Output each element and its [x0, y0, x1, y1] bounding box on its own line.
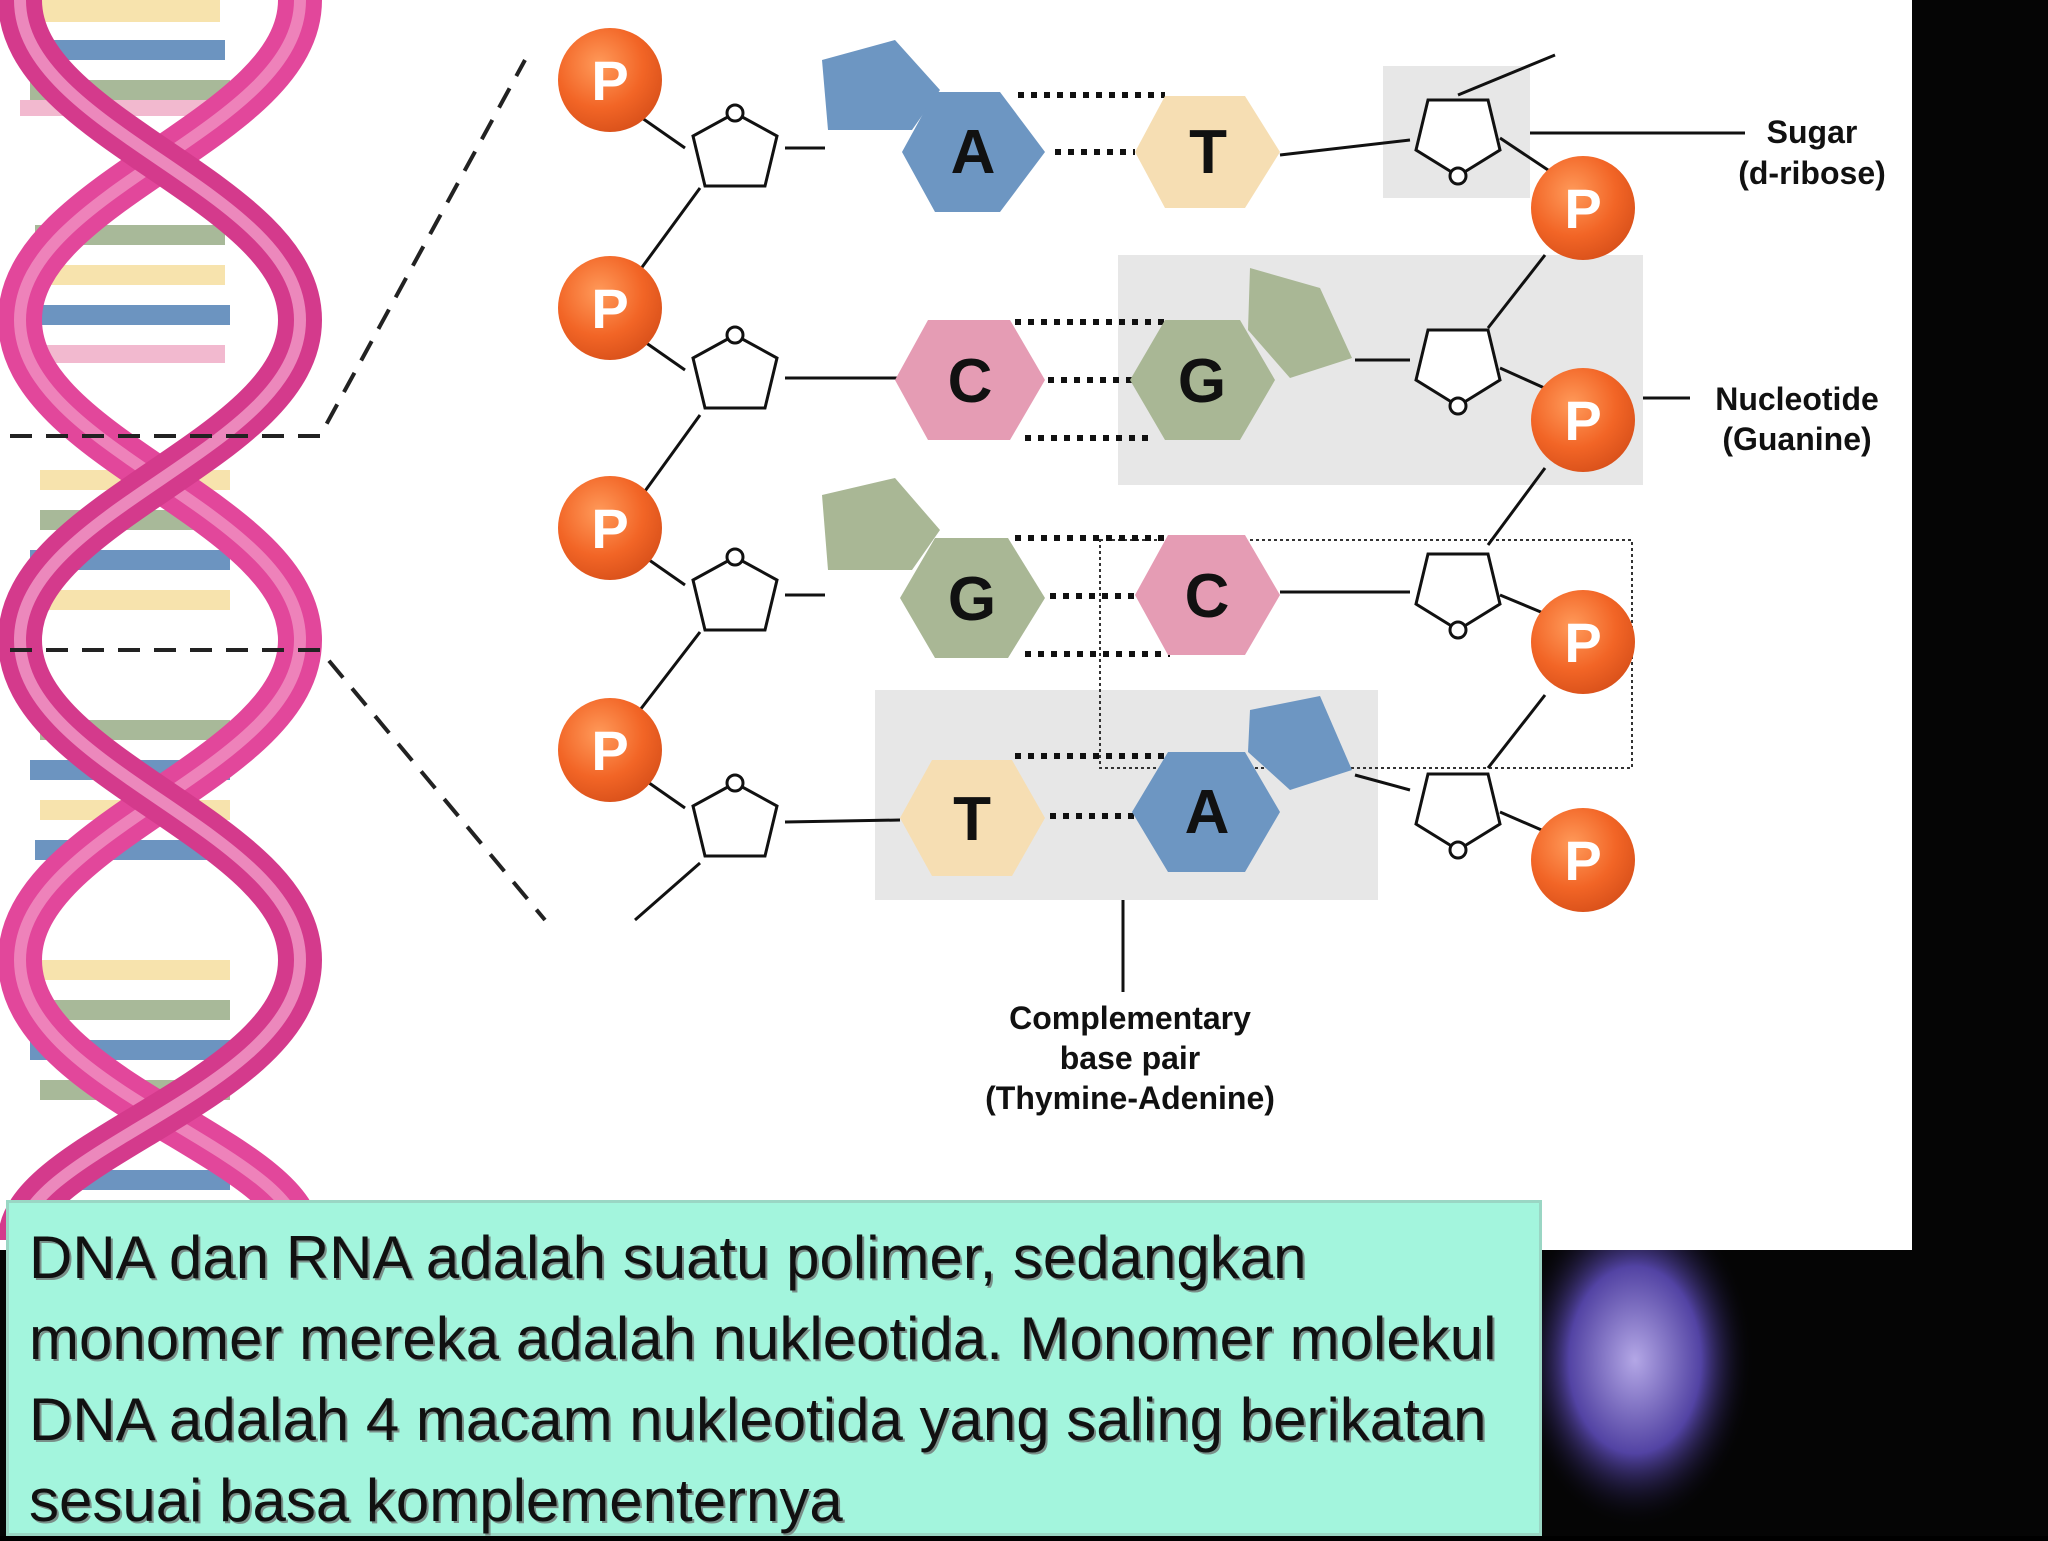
svg-text:P: P [591, 49, 628, 112]
base-g-row3-label: G [948, 565, 996, 634]
svg-text:P: P [1564, 389, 1601, 452]
base-c-row3-label: C [1185, 562, 1230, 631]
phosphate-left-4: P [558, 698, 662, 802]
sugar-label: Sugar [1767, 114, 1858, 150]
base-a-row1: A [902, 92, 1045, 212]
base-t-row1-label: T [1189, 118, 1227, 187]
svg-text:P: P [1564, 829, 1601, 892]
phosphate-right-1: P [1531, 156, 1635, 260]
phosphate-right-3: P [1531, 590, 1635, 694]
phosphate-groups: P P P P P P P P [558, 28, 1635, 912]
leader-lines [1121, 131, 1745, 992]
purine-pentagons [822, 40, 1352, 790]
svg-text:P: P [1564, 177, 1601, 240]
base-pair-detail: (Thymine-Adenine) [985, 1080, 1275, 1116]
base-t-row4: T [900, 760, 1045, 876]
base-g-row3: G [900, 538, 1045, 658]
nucleotide-sublabel: (Guanine) [1722, 421, 1871, 457]
phosphate-right-4: P [1531, 808, 1635, 912]
base-c-row2: C [895, 320, 1045, 440]
base-g-row2-label: G [1178, 347, 1226, 416]
backbone [634, 53, 1561, 922]
hydrogen-bonds [1015, 92, 1170, 819]
phosphate-right-2: P [1531, 368, 1635, 472]
zoom-lines [10, 59, 547, 922]
base-a-row1-label: A [951, 118, 996, 187]
caption-box: DNA dan RNA adalah suatu polimer, sedang… [6, 1200, 1542, 1536]
base-pair-sublabel: base pair [1060, 1040, 1201, 1076]
base-g-row2: G [1130, 320, 1275, 440]
phosphate-left-3: P [558, 476, 662, 580]
svg-text:P: P [591, 277, 628, 340]
svg-text:P: P [591, 719, 628, 782]
sugar-sublabel: (d-ribose) [1738, 155, 1886, 191]
sugar-rings [691, 98, 1502, 860]
base-a-row4: A [1132, 752, 1280, 872]
base-a-row4-label: A [1185, 778, 1230, 847]
svg-text:P: P [1564, 611, 1601, 674]
cell-image [1515, 1190, 1755, 1530]
base-c-row3: C [1135, 535, 1280, 655]
phosphate-left-1: P [558, 28, 662, 132]
base-c-row2-label: C [948, 347, 993, 416]
base-t-row1: T [1135, 96, 1280, 208]
nucleotide-label: Nucleotide [1715, 381, 1879, 417]
dotted-selection [1099, 539, 1633, 769]
svg-text:P: P [591, 497, 628, 560]
caption-text: DNA dan RNA adalah suatu polimer, sedang… [29, 1224, 1497, 1534]
base-t-row4-label: T [953, 785, 991, 854]
dna-helix [0, 0, 323, 1243]
base-pair-label: Complementary [1009, 1000, 1251, 1036]
phosphate-left-2: P [558, 256, 662, 360]
